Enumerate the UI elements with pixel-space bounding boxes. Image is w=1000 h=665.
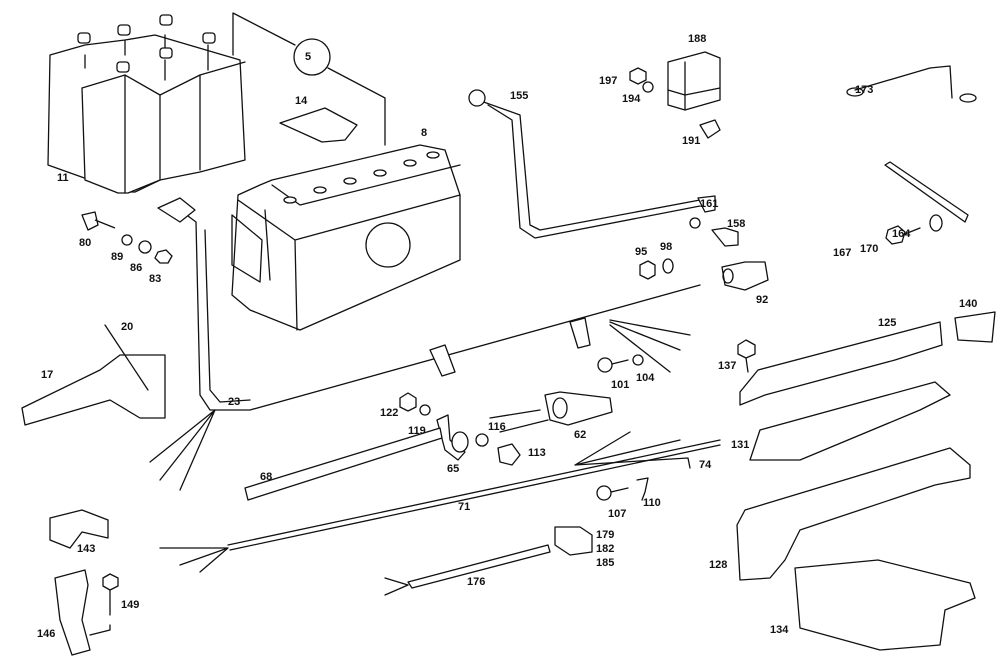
- screw-107: [596, 485, 612, 501]
- bolt-80: [81, 211, 116, 231]
- bracket-146-drawing: [54, 569, 91, 656]
- part-label-89[interactable]: 89: [111, 251, 124, 263]
- nut-95: [639, 260, 656, 280]
- group-callout-circle: [293, 38, 331, 76]
- connector-179-drawing: [554, 526, 593, 556]
- part-label-65[interactable]: 65: [447, 463, 460, 475]
- part-label-17[interactable]: 17: [41, 369, 54, 381]
- part-label-23[interactable]: 23: [228, 396, 241, 408]
- cap-92: [721, 261, 769, 291]
- part-label-173[interactable]: 173: [855, 84, 874, 96]
- group-callout-label: 5: [305, 51, 312, 63]
- washer-170: [929, 214, 943, 232]
- tube-68-drawing: [244, 427, 443, 501]
- screw-149: [102, 573, 119, 591]
- part-label-8[interactable]: 8: [421, 127, 428, 139]
- part-label-14[interactable]: 14: [295, 95, 308, 107]
- strap-173-drawing: [854, 65, 953, 99]
- part-label-122[interactable]: 122: [380, 407, 399, 419]
- group-bracket-lines: [232, 12, 386, 146]
- part-label-137[interactable]: 137: [718, 360, 737, 372]
- part-label-167[interactable]: 167: [833, 247, 852, 259]
- part-label-80[interactable]: 80: [79, 237, 92, 249]
- part-label-194[interactable]: 194: [622, 93, 641, 105]
- part-label-86[interactable]: 86: [130, 262, 143, 274]
- part-label-143[interactable]: 143: [77, 543, 96, 555]
- bolt-167: [885, 225, 906, 245]
- part-label-182[interactable]: 182: [596, 543, 615, 555]
- bolt-158: [711, 227, 739, 247]
- part-label-11[interactable]: 11: [57, 172, 69, 184]
- part-label-161[interactable]: 161: [700, 198, 719, 210]
- cover-134-drawing: [794, 559, 976, 651]
- part-label-191[interactable]: 191: [682, 135, 701, 147]
- part-label-131[interactable]: 131: [731, 439, 750, 451]
- part-label-185[interactable]: 185: [596, 557, 615, 569]
- battery-drawing: [231, 144, 461, 331]
- part-label-125[interactable]: 125: [878, 317, 897, 329]
- screw-101: [597, 357, 613, 373]
- part-label-134[interactable]: 134: [770, 624, 789, 636]
- cable-176-drawing: [407, 544, 551, 589]
- part-label-179[interactable]: 179: [596, 529, 615, 541]
- part-label-128[interactable]: 128: [709, 559, 728, 571]
- part-label-146[interactable]: 146: [37, 628, 56, 640]
- cable-23-drawing: [179, 209, 701, 411]
- part-label-176[interactable]: 176: [467, 576, 486, 588]
- part-label-98[interactable]: 98: [660, 241, 673, 253]
- part-label-164[interactable]: 164: [892, 228, 911, 240]
- part-label-95[interactable]: 95: [635, 246, 648, 258]
- part-label-140[interactable]: 140: [959, 298, 978, 310]
- relay-drawing: [667, 51, 721, 111]
- part-label-158[interactable]: 158: [727, 218, 746, 230]
- part-label-155[interactable]: 155: [510, 90, 529, 102]
- part-label-116[interactable]: 116: [488, 421, 506, 433]
- part-label-71[interactable]: 71: [458, 501, 471, 513]
- nut-197: [629, 67, 647, 85]
- part-label-107[interactable]: 107: [608, 508, 627, 520]
- part-label-110[interactable]: 110: [643, 497, 661, 509]
- clip-143-drawing: [49, 509, 109, 549]
- part-label-188[interactable]: 188: [688, 33, 707, 45]
- cover-17-drawing: [21, 354, 166, 426]
- part-label-149[interactable]: 149: [121, 599, 140, 611]
- part-label-20[interactable]: 20: [121, 321, 134, 333]
- part-label-62[interactable]: 62: [574, 429, 587, 441]
- canisters-drawing: [47, 14, 246, 194]
- harness-71-drawing: [227, 439, 721, 551]
- part-label-101[interactable]: 101: [611, 379, 630, 391]
- grommet-62: [544, 391, 613, 426]
- part-label-92[interactable]: 92: [756, 294, 769, 306]
- duct-131-drawing: [749, 381, 951, 461]
- end-cap-140: [954, 311, 996, 343]
- part-label-104[interactable]: 104: [636, 372, 655, 384]
- part-label-170[interactable]: 170: [860, 243, 879, 255]
- part-label-74[interactable]: 74: [699, 459, 712, 471]
- cover-plate-drawing: [279, 107, 358, 143]
- screw-137: [737, 339, 756, 359]
- part-label-113[interactable]: 113: [528, 447, 546, 459]
- part-label-119[interactable]: 119: [408, 425, 426, 437]
- nut-83: [154, 249, 173, 264]
- cover-128-drawing: [736, 447, 971, 581]
- part-label-83[interactable]: 83: [149, 273, 162, 285]
- part-label-68[interactable]: 68: [260, 471, 273, 483]
- strap-164-drawing: [884, 161, 969, 223]
- battery-cable-155-drawing: [477, 99, 701, 231]
- nut-122: [399, 392, 417, 412]
- bolt-113: [497, 443, 521, 466]
- duct-125-drawing: [739, 321, 943, 406]
- part-label-197[interactable]: 197: [599, 75, 618, 87]
